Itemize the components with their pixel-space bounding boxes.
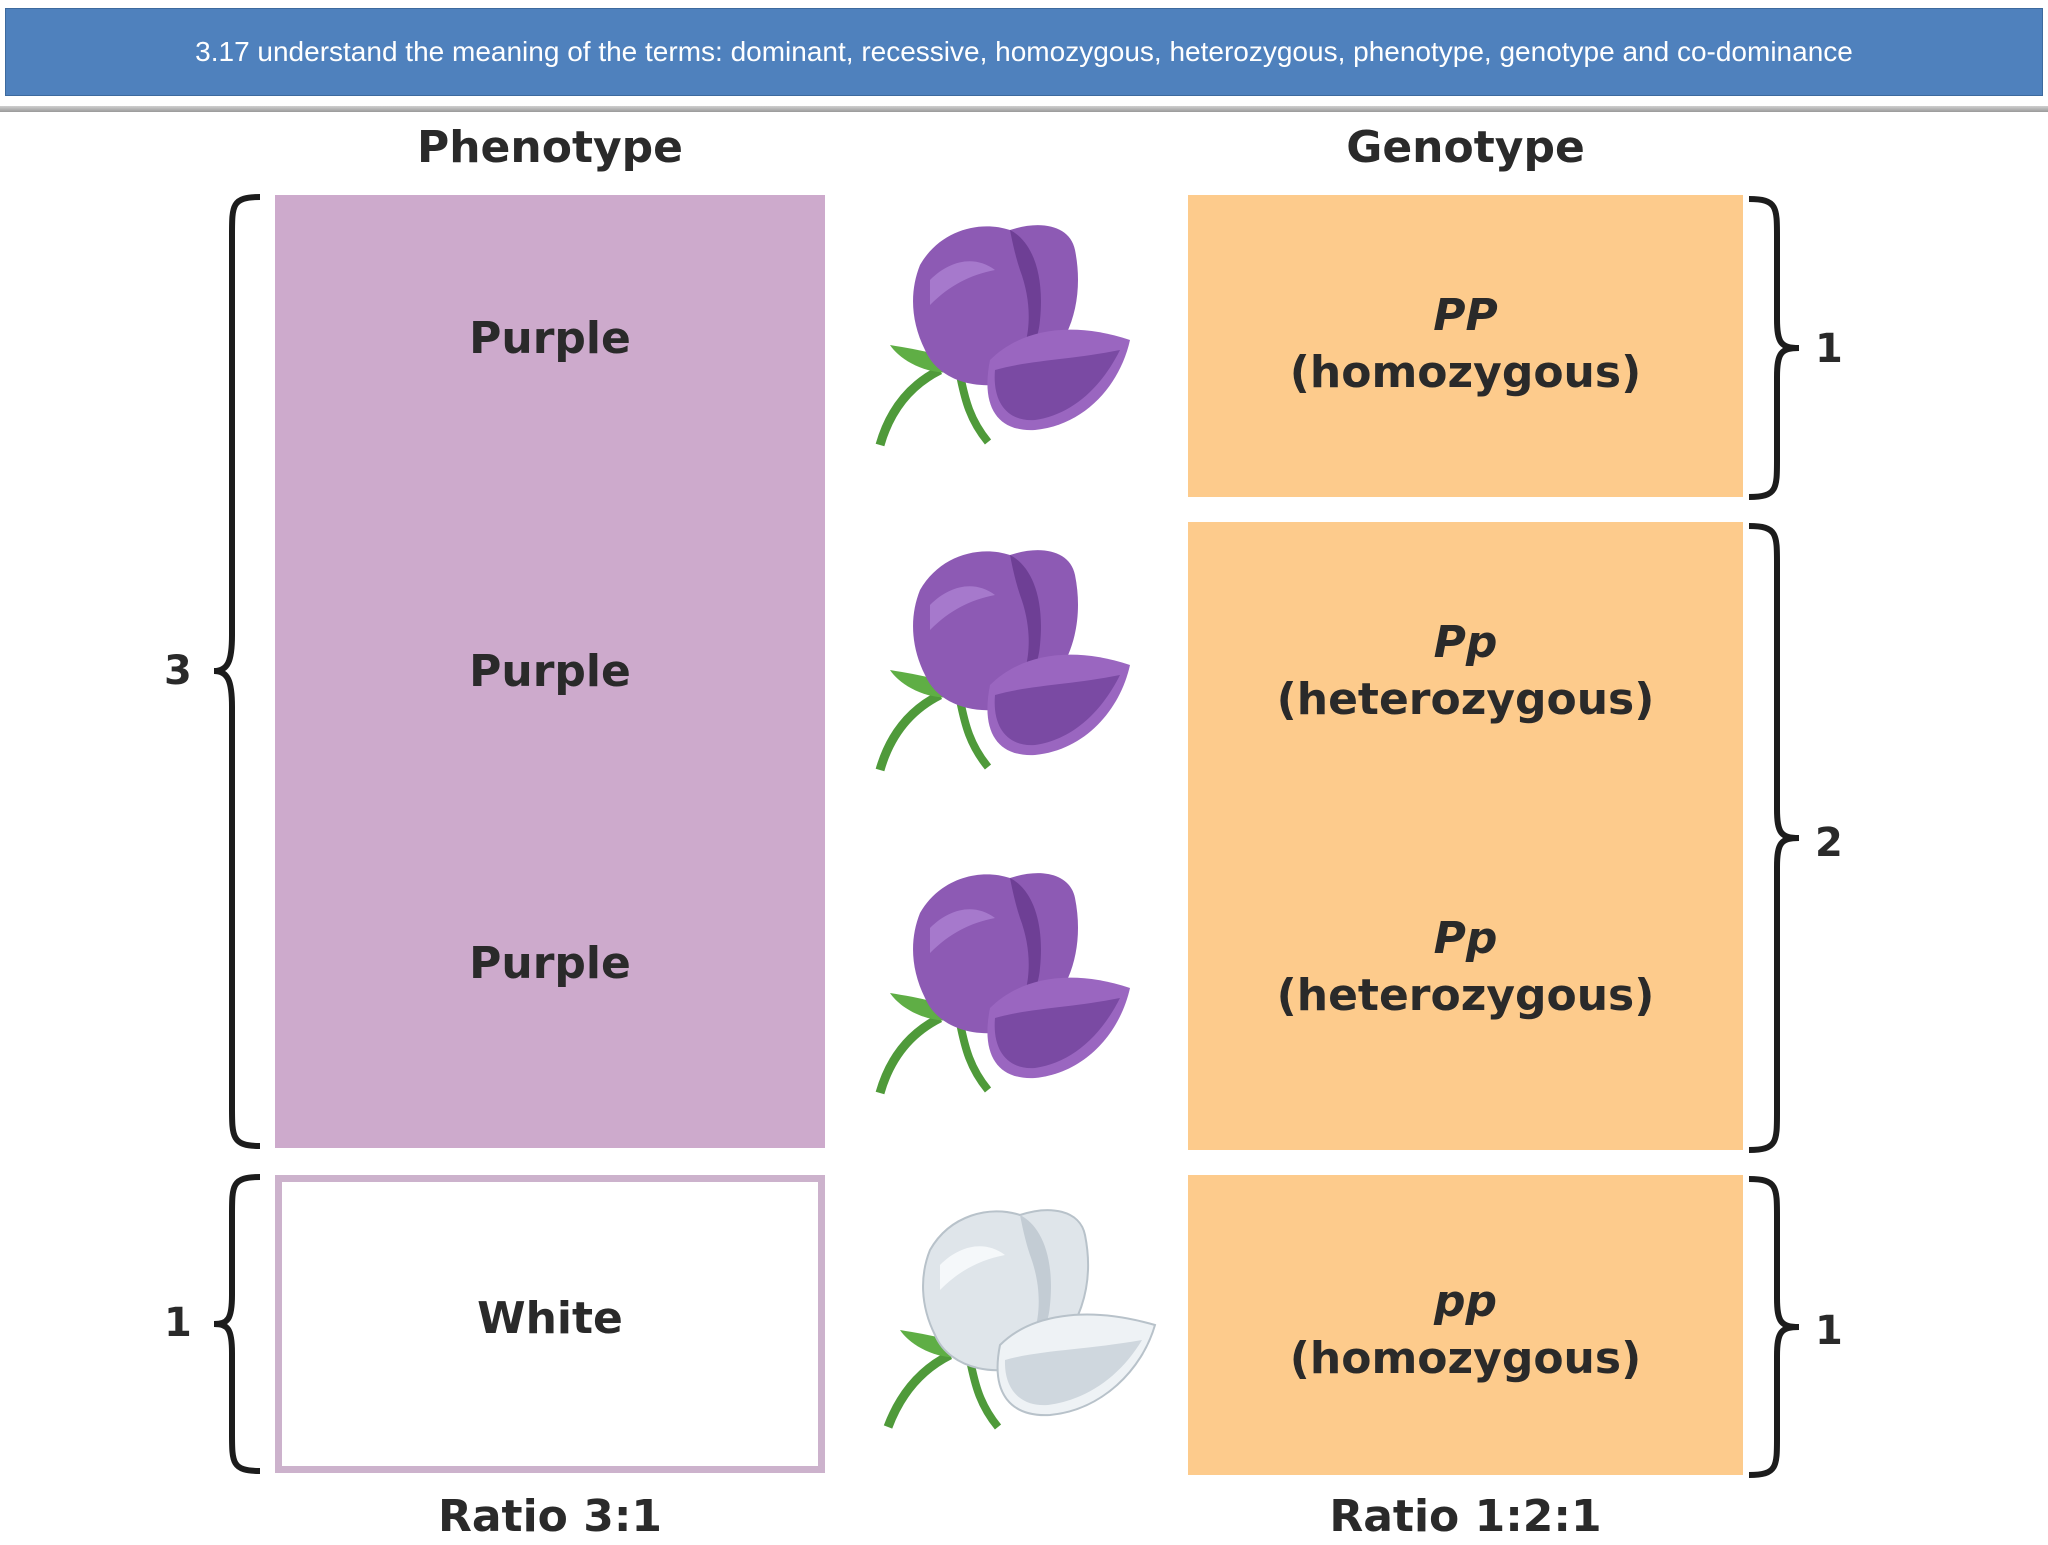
phenotype-purple-box: Purple Purple Purple [275,195,825,1148]
purple-flower-icon [875,225,1130,447]
phenotype-white-box: White [275,1175,825,1473]
phenotype-count-3: 3 [164,648,192,694]
genotype-symbol-4: pp [1434,1276,1497,1327]
genotype-count-1: 1 [1815,326,1843,372]
purple-flower-icon [875,550,1130,772]
phenotype-count-1: 1 [164,1300,192,1346]
genotype-label-3: Pp (heterozygous) [1188,910,1743,1024]
genotype-box-homozygous-recessive: pp (homozygous) [1188,1175,1743,1475]
purple-flower-icon [875,873,1130,1095]
genotype-type-1: (homozygous) [1289,347,1642,399]
genotype-box-heterozygous: Pp (heterozygous) Pp (heterozygous) [1188,522,1743,1150]
white-flower-icon [883,1209,1157,1430]
genotype-type-4: (homozygous) [1289,1333,1642,1385]
phenotype-label-2: Purple [469,646,631,697]
genotype-type-2: (heterozygous) [1276,674,1655,726]
phenotype-title: Phenotype [416,122,684,173]
genotype-count-1-bottom: 1 [1815,1308,1843,1354]
genotype-symbol-1: PP [1433,290,1498,341]
left-brace-1 [213,1174,261,1474]
genotype-ratio: Ratio 1:2:1 [1329,1491,1602,1542]
genotype-symbol-3: Pp [1433,913,1498,964]
slide-title: 3.17 understand the meaning of the terms… [195,36,1853,67]
genotype-label-1: PP (homozygous) [1188,287,1743,401]
phenotype-label-3: Purple [469,938,631,989]
right-brace-1-top [1748,196,1800,500]
genotype-label-4: pp (homozygous) [1188,1273,1743,1387]
genotype-type-3: (heterozygous) [1276,970,1655,1022]
genotype-title: Genotype [1346,122,1585,173]
right-brace-1-bottom [1748,1176,1800,1478]
genotype-count-2: 2 [1815,820,1843,866]
slide-title-bar: 3.17 understand the meaning of the terms… [5,8,2043,96]
genotype-label-2: Pp (heterozygous) [1188,614,1743,728]
left-brace-3 [213,194,261,1149]
right-brace-2 [1748,523,1800,1153]
genotype-symbol-2: Pp [1433,617,1498,668]
phenotype-ratio: Ratio 3:1 [437,1491,663,1542]
genotype-box-homozygous-dominant: PP (homozygous) [1188,195,1743,497]
phenotype-label-4: White [477,1293,623,1344]
header-divider [0,106,2048,112]
phenotype-label-1: Purple [469,313,631,364]
